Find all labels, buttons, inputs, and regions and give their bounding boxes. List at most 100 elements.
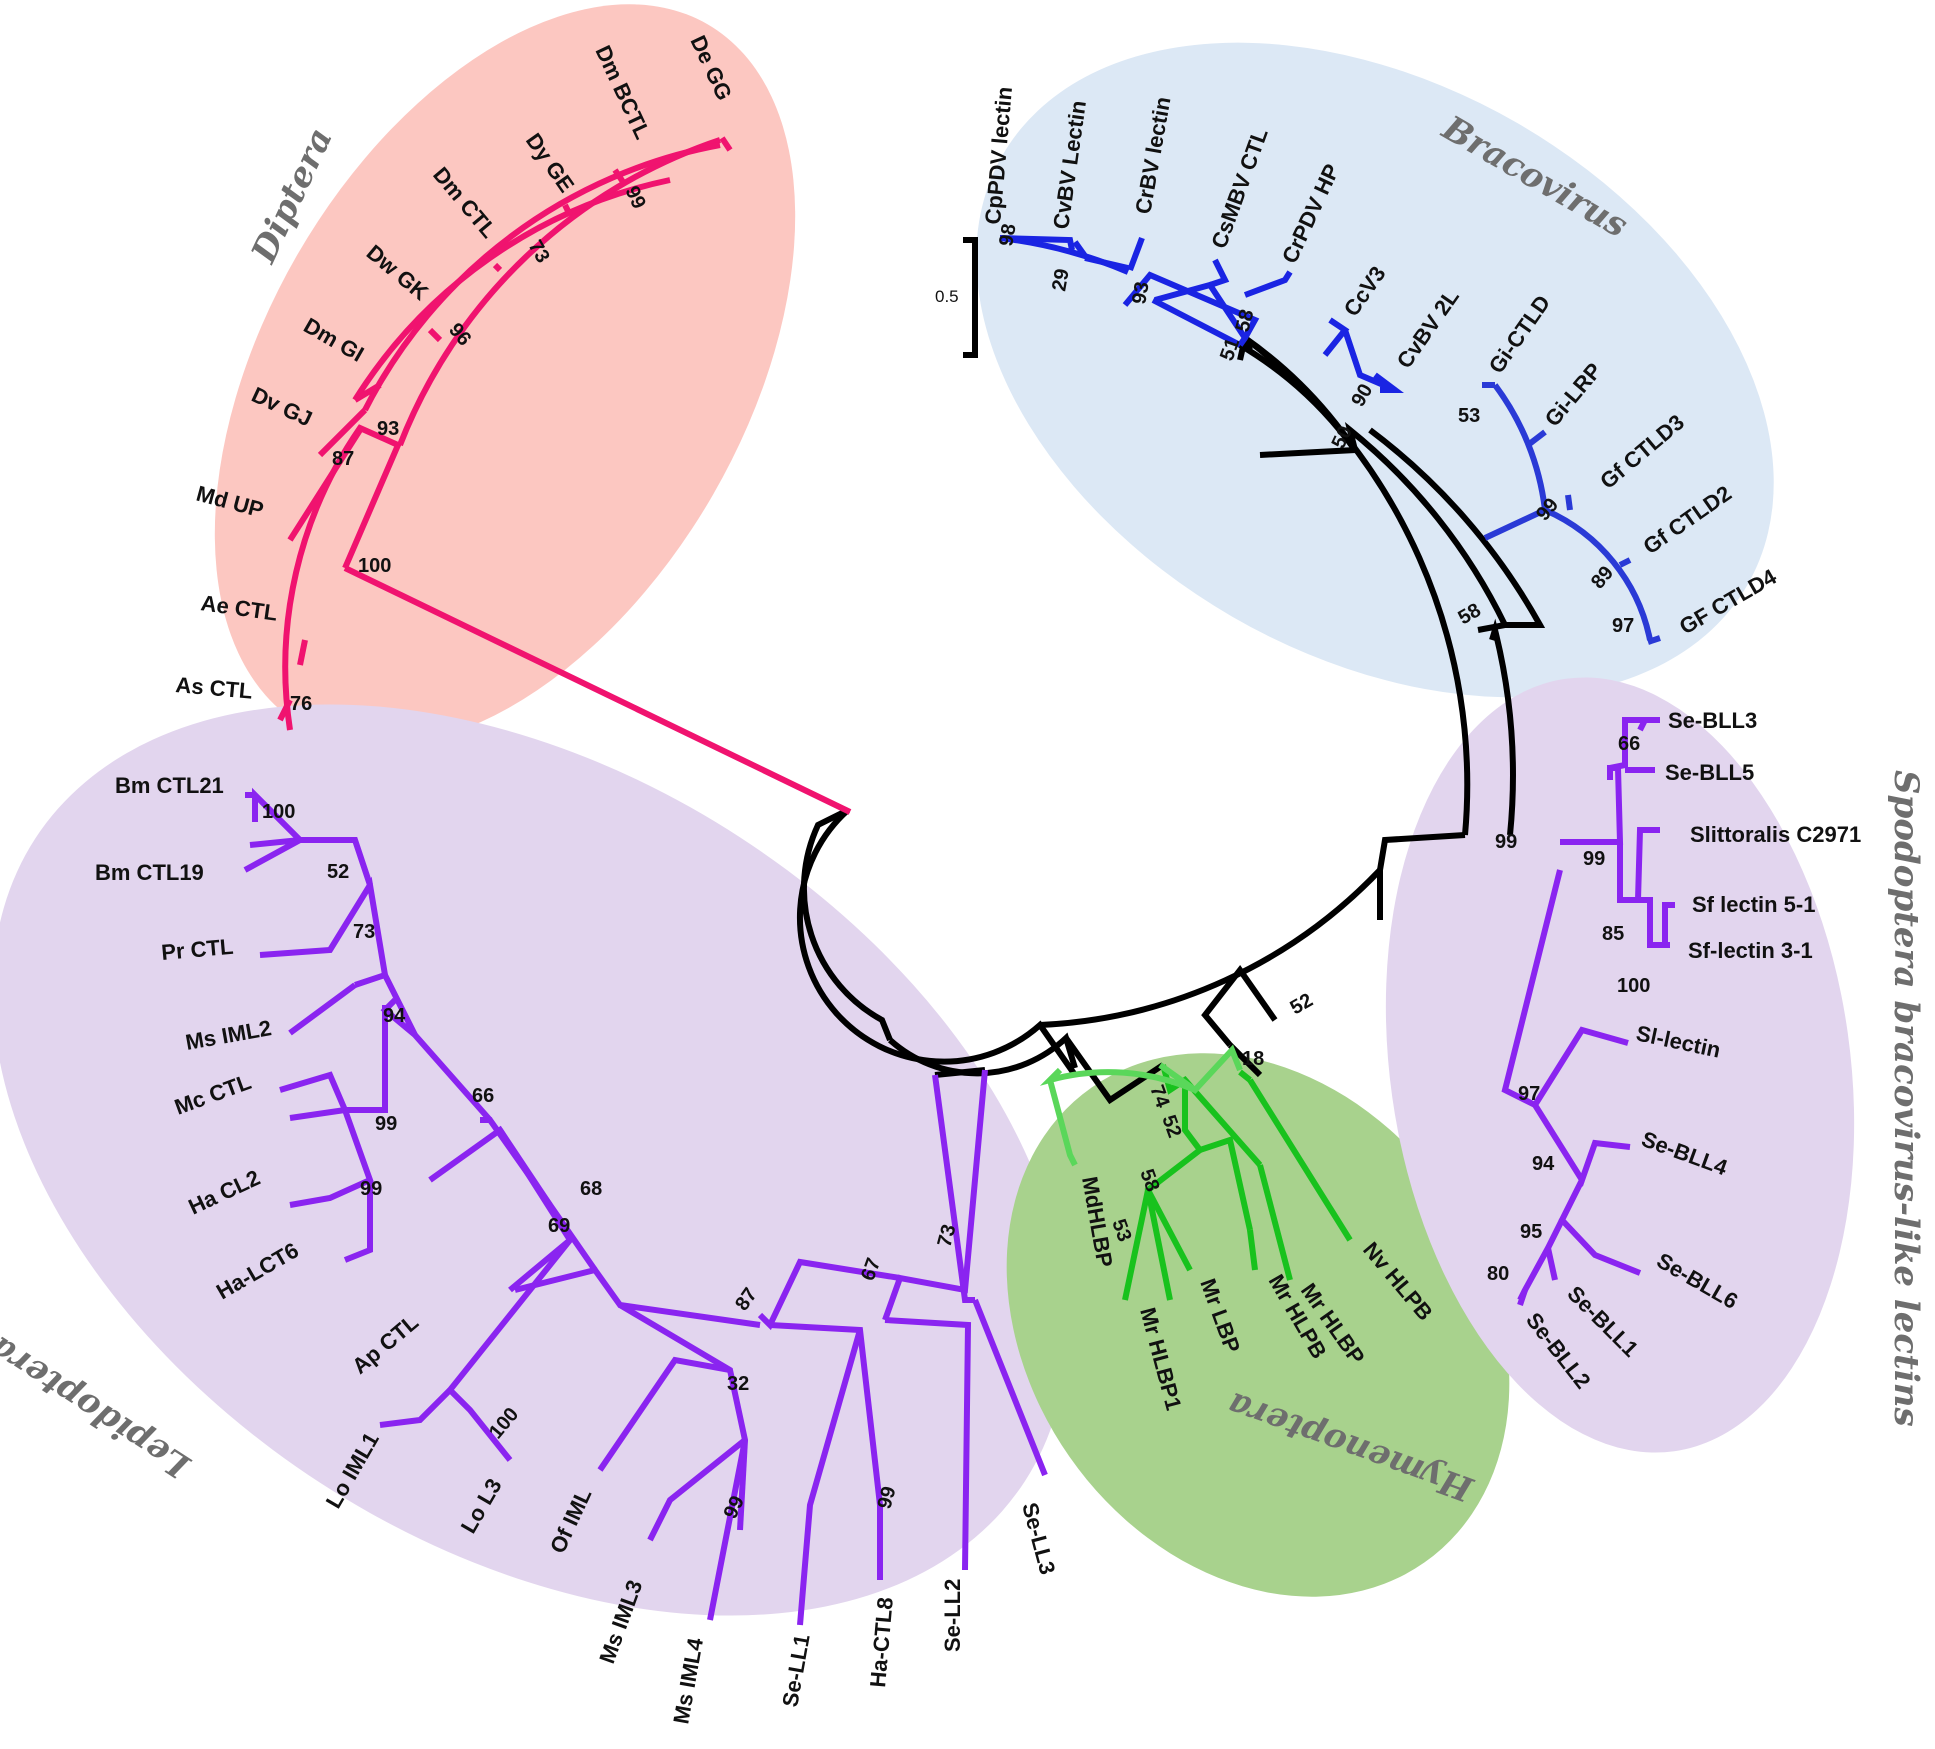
gi-lrp-leaf	[1526, 429, 1547, 448]
ms-iml3-leaf	[647, 1437, 747, 1542]
bootstrap-value: 32	[727, 1373, 749, 1395]
mr-hlbp-leaf	[1257, 1164, 1293, 1281]
leaf-label: Bm CTL21	[115, 773, 224, 798]
lep-node-67	[757, 1258, 901, 1331]
bm-ctl19-leaf	[243, 837, 302, 873]
bootstrap-value: 97	[1518, 1083, 1540, 1105]
mc-ctl-leaf	[279, 1071, 348, 1112]
dm-bctl-leaf	[612, 168, 628, 187]
root-arc	[796, 807, 1078, 1077]
leaf-label: Bm CTL19	[95, 860, 204, 885]
ms-iml4-leaf	[737, 1439, 748, 1531]
bootstrap-value: 29	[1048, 267, 1074, 293]
diptera-clade-background	[214, 4, 796, 746]
se-bll1-leaf	[1545, 1247, 1558, 1281]
as-ctl-leaf	[277, 698, 293, 722]
cppdv-leaf	[999, 235, 1075, 251]
lepidoptera-branches	[243, 787, 1048, 1626]
ae-ctl-leaf	[297, 639, 308, 666]
leaf-label: Sf-lectin 3-1	[1688, 938, 1813, 963]
ha-ctl8-leaf	[769, 1322, 883, 1580]
leaf-label: Se-LL1	[777, 1632, 814, 1709]
lep-node-52	[249, 837, 373, 886]
node-99-stem	[1377, 832, 1466, 871]
bootstrap-value: 76	[290, 693, 312, 715]
bootstrap-value: 52	[327, 861, 349, 883]
bootstrap-value: 80	[1487, 1263, 1509, 1285]
scale-bar	[963, 237, 978, 358]
mr-hlbp1-leaf	[1122, 1189, 1151, 1301]
hym-node-74	[1039, 1067, 1197, 1093]
mr-lbp-leaf	[1145, 1188, 1193, 1272]
spo-node-97	[1532, 1103, 1631, 1187]
bootstrap-value: 93	[377, 418, 399, 440]
sl-lectin-leaf	[1532, 1026, 1629, 1107]
spodoptera-clade-background	[1385, 677, 1855, 1453]
bootstrap-value: 52	[1287, 989, 1317, 1019]
se-ll2-leaf	[884, 1317, 972, 1571]
crpdv-leaf	[1243, 270, 1293, 298]
diptera-outer-arc	[362, 142, 721, 412]
big-arc-inner	[1489, 618, 1516, 836]
node-29	[1084, 255, 1129, 271]
lep-node-100b	[445, 1238, 573, 1462]
bootstrap-value: 98	[995, 222, 1021, 248]
backbone-branches	[796, 329, 1546, 1105]
bootstrap-value: 97	[1612, 615, 1634, 637]
hymenoptera-light-branches	[1039, 1044, 1243, 1167]
arc-58	[1344, 422, 1510, 633]
bootstrap-value: 100	[1617, 975, 1650, 997]
se-bll2-leaf	[1517, 1289, 1528, 1306]
basal-stem-left	[800, 807, 893, 1042]
gf-ctld4-leaf	[1647, 635, 1661, 645]
lep-node-99d	[797, 1329, 863, 1626]
ha-lct6-leaf	[343, 1180, 373, 1263]
spo-node-99	[1605, 765, 1624, 845]
bootstrap-value: 87	[332, 448, 354, 470]
lep-node-66	[380, 997, 493, 1122]
lep-node-32	[618, 1302, 749, 1621]
bracovirus-branches	[999, 235, 1404, 393]
hymenoptera-branches	[1122, 1064, 1353, 1301]
node-90-bracket	[1342, 329, 1397, 393]
bootstrap-value: 100	[262, 801, 295, 823]
lep-node-73	[882, 1069, 988, 1322]
nv-hlpb-leaf	[1247, 1078, 1353, 1242]
main-arc	[1039, 862, 1383, 1028]
gf-lower-arc	[1543, 507, 1653, 641]
leaf-label: Se-LL2	[940, 1579, 965, 1652]
gf-ctld3-leaf	[1565, 494, 1573, 511]
leaf-label: Se-LL3	[1017, 1500, 1060, 1577]
clade-label-spodoptera: Spodoptera bracovirus-like lectins	[1886, 770, 1926, 1427]
mdhlbp-leaf	[1047, 1079, 1078, 1167]
lep-node-73a	[259, 876, 388, 976]
hym-node-18	[1158, 1044, 1243, 1094]
bootstrap-value: 69	[548, 1215, 570, 1237]
dw-gk-leaf	[427, 327, 443, 343]
bootstrap-value: 99	[360, 1178, 382, 1200]
lep-stem	[934, 1067, 986, 1078]
spo-lower-stem	[1501, 869, 1563, 1108]
leaf-label: Se-BLL5	[1665, 760, 1754, 785]
arc-to-50	[1238, 342, 1361, 458]
gf-ctld2-leaf	[1618, 557, 1632, 568]
bootstrap-value: 95	[1520, 1221, 1542, 1243]
of-iml-leaf	[597, 1356, 731, 1472]
hymenoptera-clade-background	[1006, 1053, 1510, 1597]
csmbv-leaf	[1209, 258, 1230, 288]
bootstrap-value: 53	[1458, 405, 1480, 427]
leaf-label: Slittoralis C2971	[1690, 822, 1861, 847]
bootstrap-value: 94	[383, 1005, 406, 1027]
bootstrap-value: 99	[1495, 831, 1517, 853]
bootstrap-value: 68	[580, 1178, 602, 1200]
lep-root-stem	[932, 1074, 975, 1303]
diptera-inner-arc-2	[352, 177, 671, 402]
ha-cl2-leaf	[289, 1108, 374, 1208]
leaf-label: Sf lectin 5-1	[1692, 892, 1815, 917]
bootstrap-value: 73	[353, 921, 375, 943]
dv-gj-leaf	[317, 407, 368, 458]
ms-iml2-leaf	[288, 982, 357, 1036]
bootstrap-value: 66	[1618, 733, 1640, 755]
